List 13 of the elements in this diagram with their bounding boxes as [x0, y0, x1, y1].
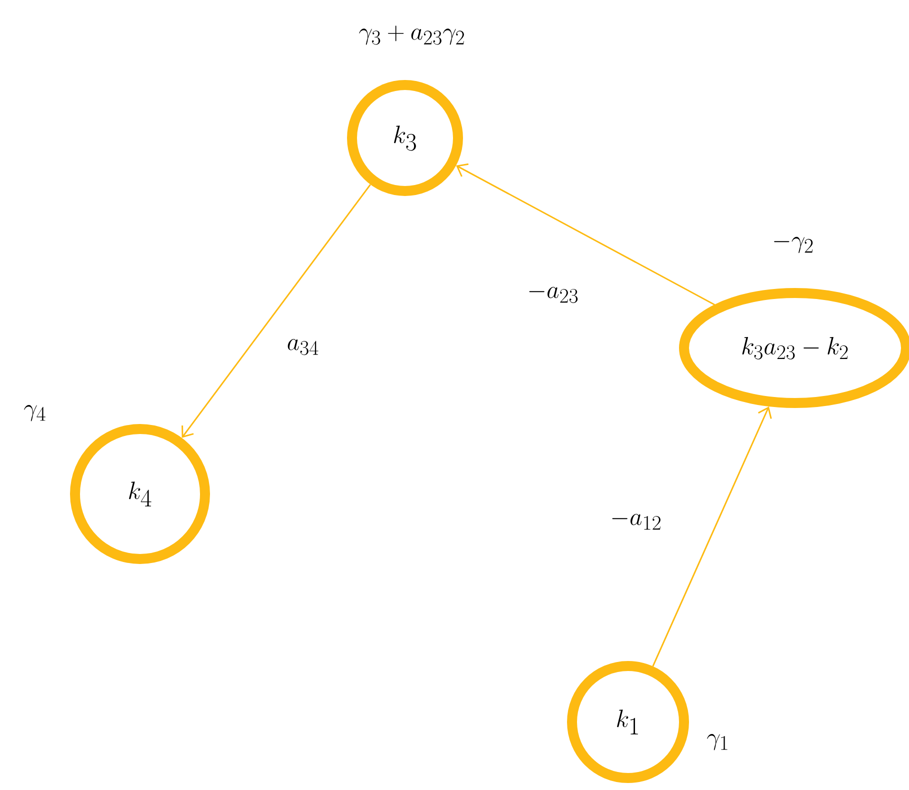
edge-label: $-a_{23}$: [525, 281, 581, 305]
circle-node: $k_4$: [70, 424, 210, 564]
edge-label: $a_{34}$: [284, 337, 322, 357]
node-annotation: $\gamma_4$: [24, 404, 46, 422]
circle-node: $k_3$: [347, 80, 463, 196]
node-annotation: $-\gamma_2$: [774, 236, 813, 254]
arrow: [182, 184, 371, 438]
circle-node: $k_1$: [567, 661, 689, 783]
edge-label: $-a_{12}$: [608, 508, 664, 532]
node-annotation: $\gamma_3 + a_{23}\gamma_2$: [359, 26, 464, 45]
arrow: [652, 406, 772, 667]
node-annotation: $\gamma_1$: [707, 734, 728, 750]
arrow: [456, 163, 716, 306]
